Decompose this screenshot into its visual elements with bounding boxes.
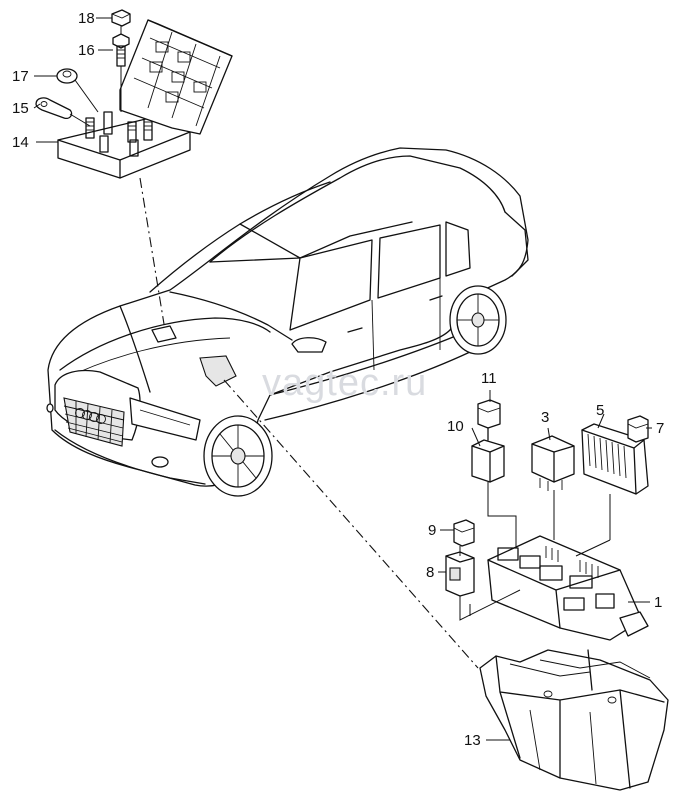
- fuse-carrier-housing: [57, 19, 233, 179]
- relay-3: [531, 435, 575, 491]
- fuse-11: [477, 399, 501, 441]
- callout-8: 8: [426, 564, 435, 581]
- car-illustration: [46, 147, 529, 497]
- fuse-7: [627, 415, 649, 443]
- callout-17: 17: [12, 68, 29, 85]
- watermark: vagtec.ru: [262, 362, 428, 404]
- callout-16: 16: [78, 42, 95, 59]
- callout-10: 10: [447, 418, 464, 435]
- nut-17: [56, 68, 78, 84]
- callout-7: 7: [656, 420, 665, 437]
- callout-9: 9: [428, 522, 437, 539]
- fuse-box-location-marker: [199, 355, 237, 387]
- callout-1: 1: [654, 594, 663, 611]
- fuse-box-1: [487, 535, 649, 641]
- callout-11: 11: [481, 370, 497, 387]
- callout-5: 5: [596, 402, 605, 419]
- connection-lines: [139, 177, 479, 669]
- fuse-9: [453, 519, 475, 547]
- callout-15: 15: [12, 100, 29, 117]
- bolt-16: [112, 33, 130, 67]
- bracket-15: [35, 97, 73, 120]
- callout-3: 3: [541, 409, 550, 426]
- holder-8: [445, 551, 475, 597]
- tray-13: [479, 649, 669, 791]
- callout-13: 13: [464, 732, 481, 749]
- callout-leaders: [33, 17, 652, 741]
- fuse-strip-5: [581, 423, 649, 495]
- callout-14: 14: [12, 134, 29, 151]
- callout-18: 18: [78, 10, 95, 27]
- nut-18: [111, 9, 131, 27]
- holder-10: [471, 439, 505, 483]
- plenum-location-marker: [151, 325, 177, 343]
